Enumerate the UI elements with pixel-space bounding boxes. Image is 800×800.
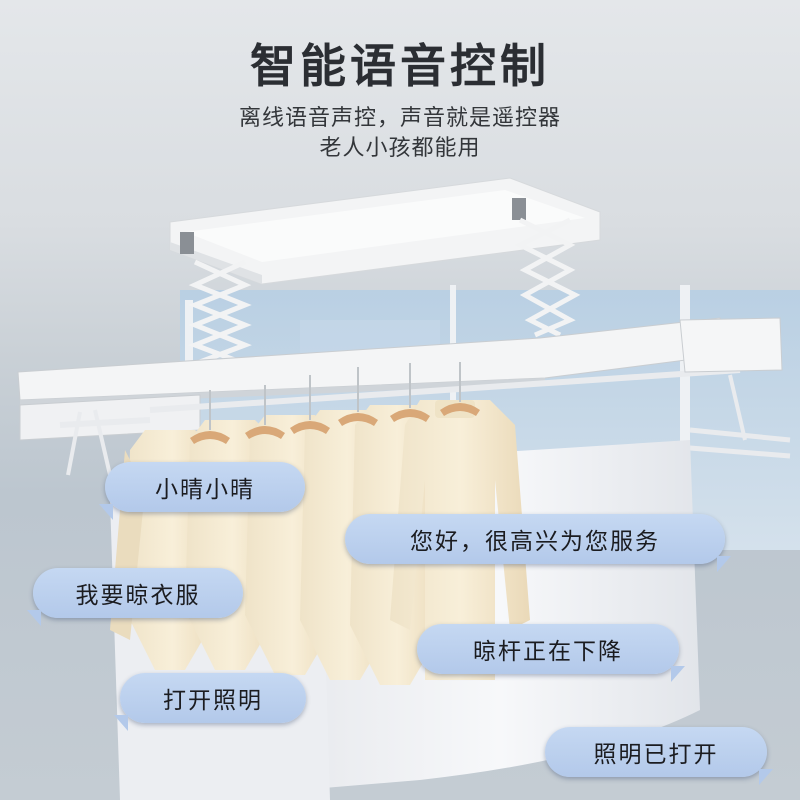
bubble-text: 打开照明: [163, 688, 263, 714]
speech-bubble-wake-word: 小晴小晴: [99, 462, 305, 520]
speech-bubble-light-on-reply: 照明已打开: [545, 727, 773, 785]
subtitle-line-1: 离线语音声控，声音就是遥控器: [238, 106, 561, 131]
bubble-tail: [717, 556, 731, 572]
ceiling-light-panel: [169, 177, 601, 285]
bubble-tail: [27, 610, 41, 626]
bubble-tail: [671, 666, 685, 682]
bubble-tail: [759, 769, 773, 785]
wooden-hangers: [190, 362, 480, 444]
bubble-text: 照明已打开: [593, 742, 719, 768]
bubble-tail: [114, 715, 128, 731]
speech-bubble-dry-clothes-command: 我要晾衣服: [27, 568, 243, 626]
headline: 智能语音控制: [250, 39, 550, 93]
bubble-text: 您好，很高兴为您服务: [410, 529, 660, 555]
speech-bubble-light-on-command: 打开照明: [114, 673, 306, 731]
drying-rack-frame: [17, 317, 791, 476]
speech-bubble-rod-lowering-reply: 晾杆正在下降: [417, 624, 685, 682]
bubble-text: 我要晾衣服: [75, 583, 201, 609]
bubble-text: 晾杆正在下降: [473, 639, 623, 665]
scissor-lift-arms: [188, 217, 581, 365]
bubble-tail: [99, 504, 113, 520]
bubble-text: 小晴小晴: [155, 477, 255, 503]
speech-bubble-greeting-reply: 您好，很高兴为您服务: [345, 514, 731, 572]
subtitle-line-2: 老人小孩都能用: [319, 136, 481, 161]
